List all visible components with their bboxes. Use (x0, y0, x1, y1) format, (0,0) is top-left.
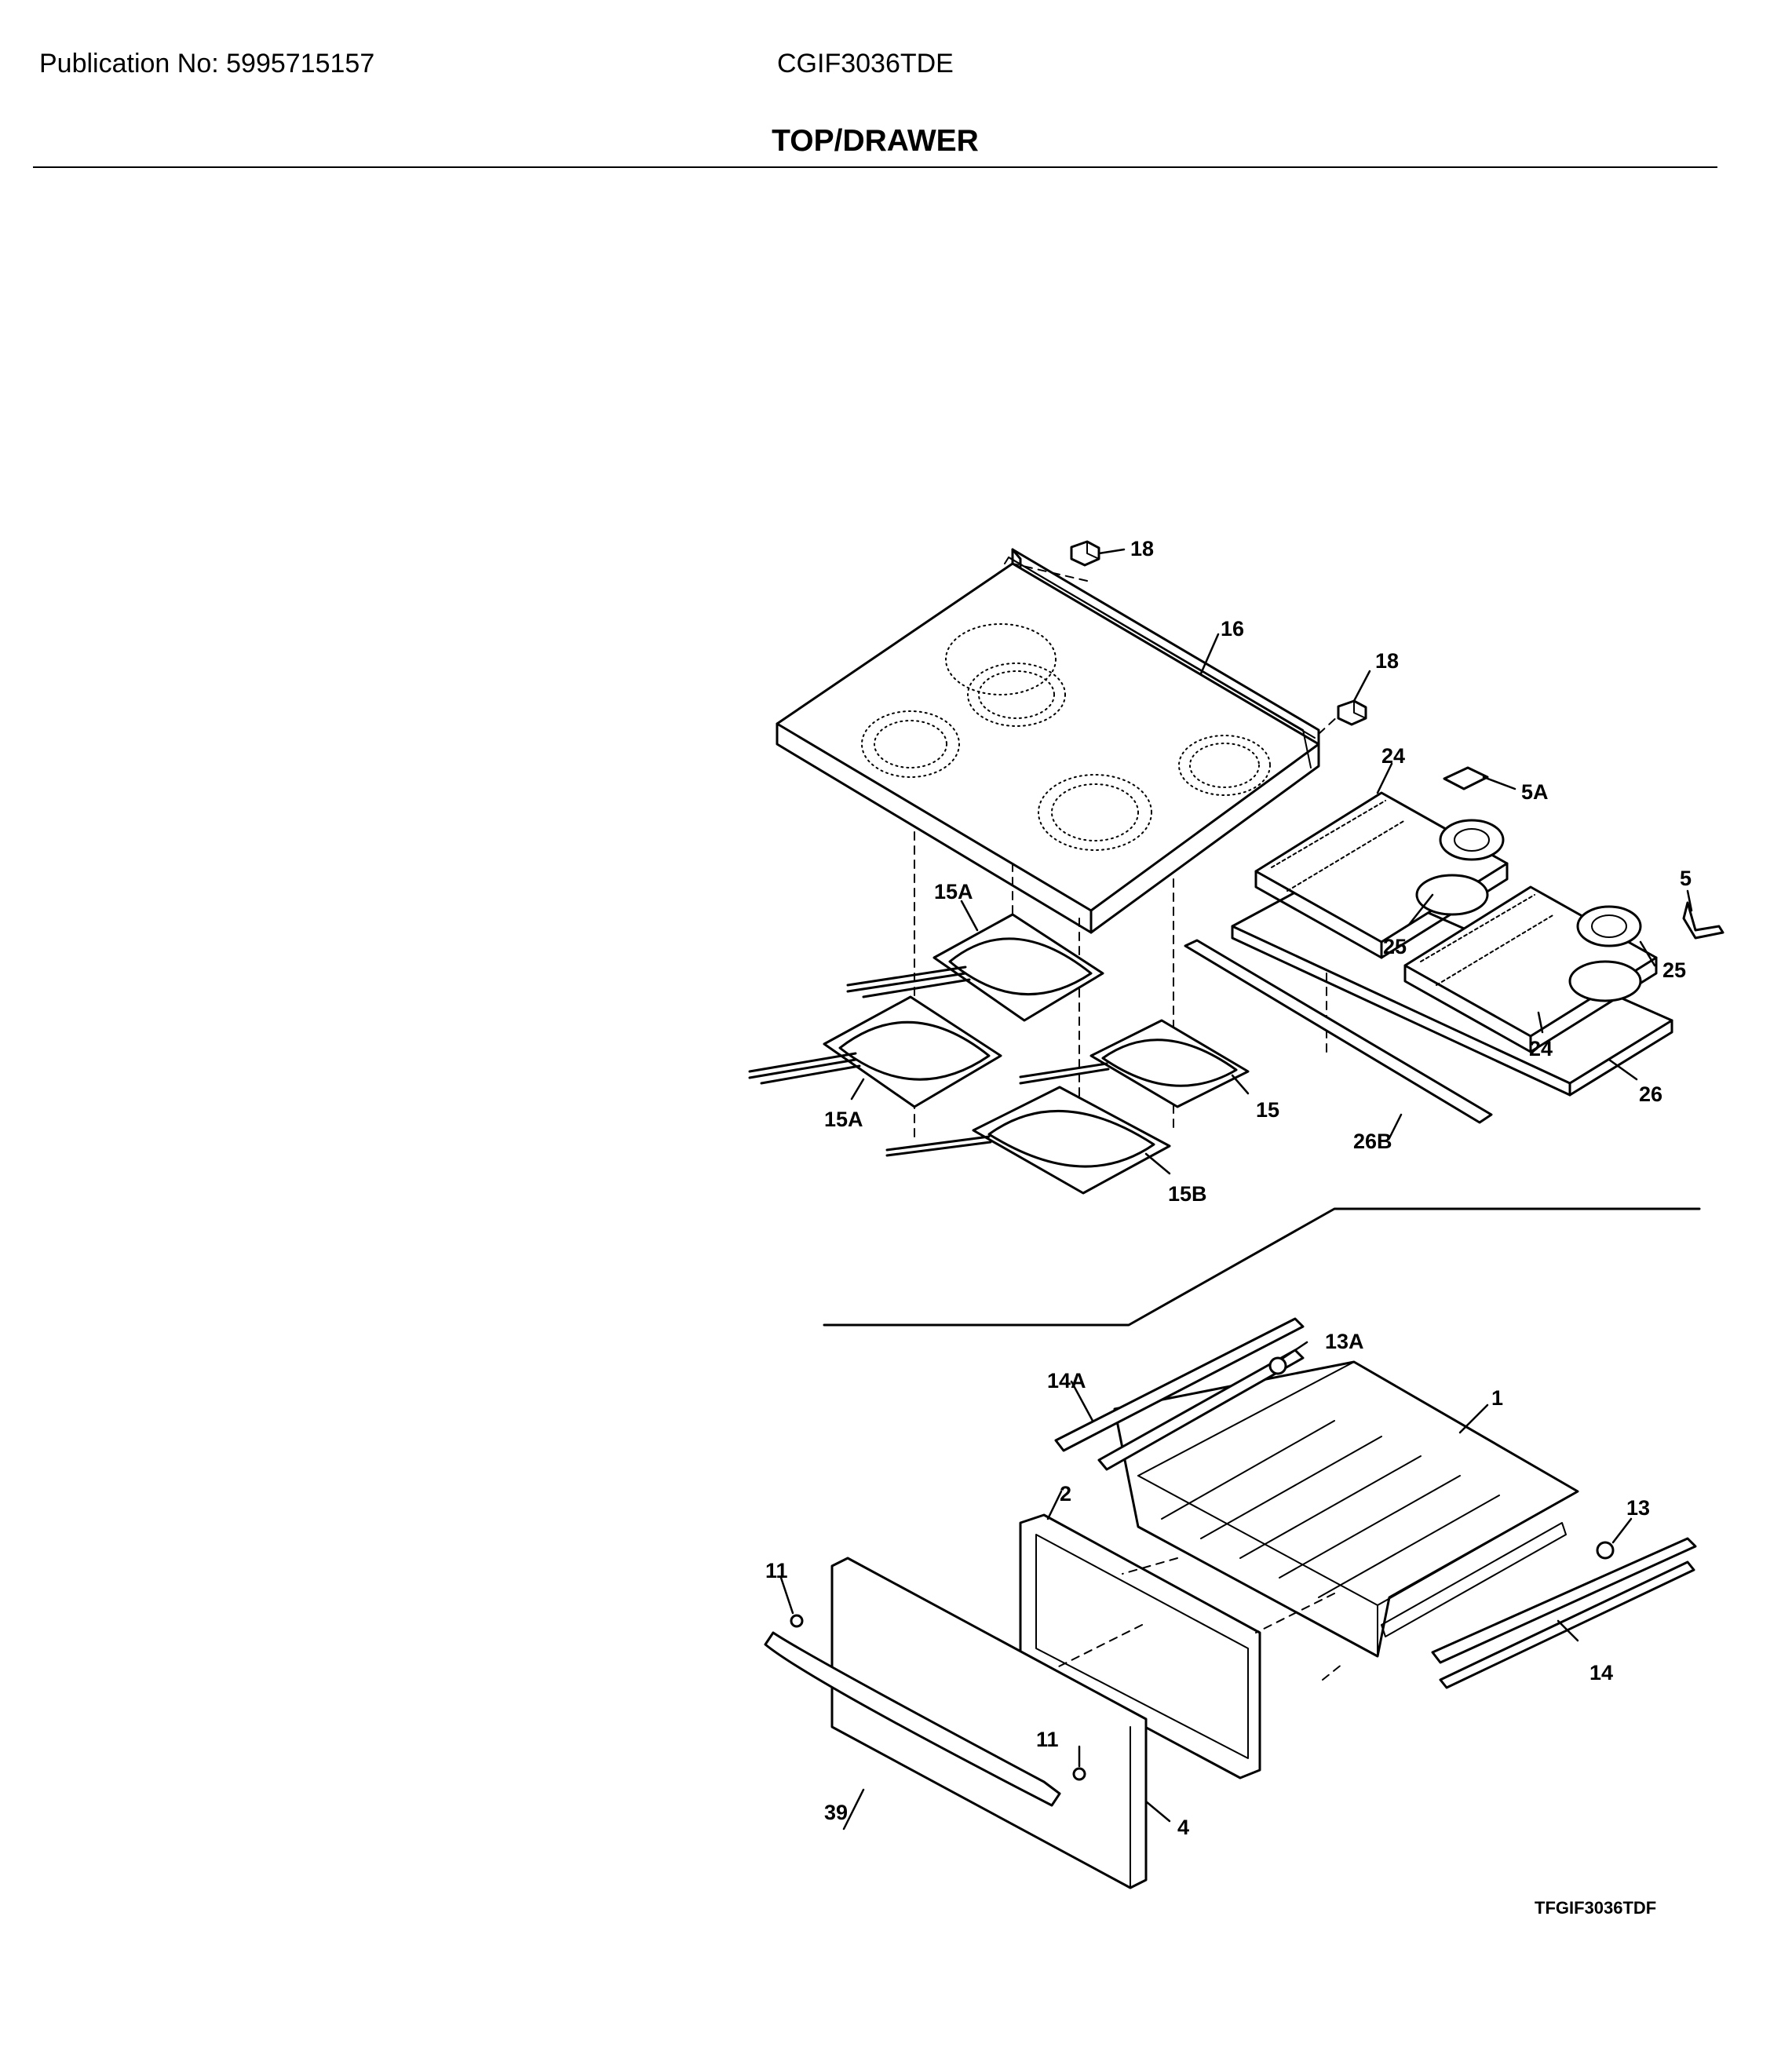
callout-13a: 13A (1325, 1330, 1364, 1353)
callout-18: 18 (1130, 537, 1154, 560)
clip-5 (1682, 901, 1724, 940)
roller-13 (1596, 1541, 1615, 1560)
element-15b (885, 1086, 1171, 1195)
callout-14a: 14A (1047, 1369, 1086, 1393)
bracket-18-top (1070, 540, 1100, 567)
element-15a-low (748, 995, 1002, 1108)
screws-11 (790, 1614, 1086, 1781)
leader-lines (779, 548, 1693, 1831)
callout-25: 25 (1383, 935, 1407, 958)
callout-5a: 5A (1521, 780, 1549, 804)
callout-18: 18 (1375, 649, 1399, 673)
slide-rail-14a (1054, 1317, 1305, 1471)
drawer-box-1 (1113, 1360, 1579, 1658)
callout-14: 14 (1589, 1661, 1613, 1685)
diagram-code: TFGIF3036TDF (1535, 1898, 1657, 1918)
callout-26: 26 (1639, 1082, 1662, 1106)
section-title: TOP/DRAWER (772, 124, 979, 158)
callout-13: 13 (1626, 1496, 1650, 1520)
callout-15a: 15A (934, 880, 973, 903)
burner-rings (945, 623, 1271, 851)
callout-4: 4 (1177, 1816, 1189, 1839)
callout-15: 15 (1256, 1098, 1279, 1122)
header-divider (33, 166, 1717, 168)
callout-1: 1 (1491, 1386, 1503, 1410)
slide-rail-14 (1431, 1537, 1697, 1689)
drawer-front-4 (830, 1557, 1148, 1889)
burner-rings-front (861, 710, 960, 778)
callout-2: 2 (1060, 1482, 1071, 1506)
callout-11: 11 (1036, 1728, 1059, 1751)
roller-13a (1268, 1356, 1287, 1375)
element-15a-top (846, 913, 1104, 1022)
rail-26b (1184, 939, 1493, 1124)
callout-39: 39 (824, 1801, 848, 1824)
cooktop-glass (776, 548, 1320, 934)
callout-24: 24 (1529, 1037, 1553, 1060)
element-15 (1019, 1019, 1250, 1108)
cooling-fan-25-lower (1568, 905, 1642, 1002)
callout-16: 16 (1221, 617, 1244, 641)
callout-25: 25 (1662, 958, 1686, 982)
publication-number: Publication No: 5995715157 (39, 49, 375, 78)
callout-11: 11 (765, 1559, 788, 1582)
callout-5: 5 (1680, 867, 1692, 890)
cooling-fan-25-upper (1415, 819, 1505, 916)
callout-15b: 15B (1168, 1182, 1207, 1206)
callout-26b: 26B (1353, 1130, 1392, 1153)
bracket-18-right (1337, 699, 1367, 726)
section-divider-line (823, 1207, 1701, 1327)
callout-15a: 15A (824, 1108, 863, 1131)
model-number: CGIF3036TDE (777, 49, 954, 78)
callout-24: 24 (1381, 744, 1405, 768)
clip-5a (1443, 766, 1489, 790)
drawer-handle-39 (764, 1631, 1061, 1807)
